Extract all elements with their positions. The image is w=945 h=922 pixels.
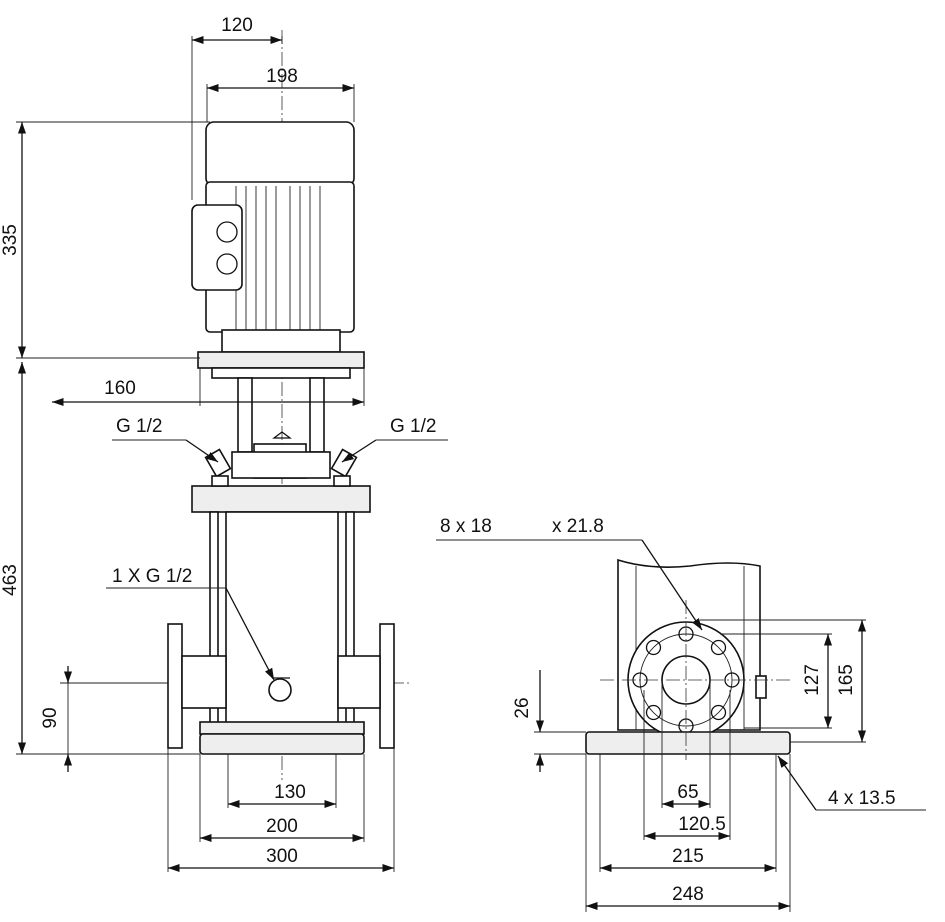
side-view: 8 x 18 x 21.8 26 127 165 <box>436 516 926 912</box>
dim-label: 130 <box>274 782 306 803</box>
dim-label: 215 <box>672 846 704 867</box>
dim-side-base-inner: 215 <box>599 754 777 873</box>
dim-label: 65 <box>677 782 698 803</box>
terminal-box <box>191 204 243 291</box>
dim-label: 26 <box>512 697 533 718</box>
vent-plug-right <box>330 448 358 478</box>
dim-base-mid: 200 <box>199 754 365 843</box>
stool-ring <box>211 367 351 379</box>
motor-flange-neck <box>221 329 341 353</box>
callout-label: 4 x 13.5 <box>828 788 896 809</box>
flow-arrow-icon <box>272 431 292 439</box>
stool-plate <box>197 351 365 369</box>
bolt-hole-icon <box>710 639 727 656</box>
callout-label: 8 x 18 <box>440 516 492 537</box>
dim-side-inlet-height: 26 <box>512 670 586 772</box>
dim-motor-width-to-axis: 120 <box>191 15 283 200</box>
inlet-flange-left <box>167 623 227 749</box>
motor-fan-cover <box>205 121 355 187</box>
bolt-hole-icon <box>645 639 662 656</box>
pump-head <box>191 485 371 513</box>
stool-leg-right <box>309 377 325 453</box>
bolt-hole-icon <box>645 704 662 721</box>
callout-drain-port: 1 X G 1/2 <box>106 566 275 681</box>
dim-side-base-width: 248 <box>585 754 791 912</box>
dim-label: 90 <box>40 707 61 728</box>
dim-label: 200 <box>266 816 298 837</box>
dim-motor-height: 335 <box>0 121 210 359</box>
motor-stool <box>197 351 365 479</box>
front-view: 120 198 335 463 160 <box>0 15 448 873</box>
side-plug <box>755 675 767 699</box>
outlet-flange-right <box>337 623 395 749</box>
vent-plug-left <box>204 448 232 478</box>
flange-left <box>167 623 183 749</box>
dim-bore: 65 <box>661 680 711 809</box>
dim-flange-outer: 165 <box>700 619 867 743</box>
base-plate <box>199 733 365 755</box>
dim-label: 127 <box>802 664 823 696</box>
callout-label: x 21.8 <box>552 516 604 537</box>
dim-inlet-height: 90 <box>40 666 168 772</box>
drain-plug-icon <box>268 678 292 702</box>
dim-label: 300 <box>266 846 298 867</box>
dim-label: 165 <box>836 664 857 696</box>
head-bolt <box>333 475 351 487</box>
flange-right <box>379 623 395 749</box>
dim-label: 120 <box>221 15 253 36</box>
bolt-hole-icon <box>710 704 727 721</box>
dim-flange-inner: 127 <box>720 633 833 729</box>
callout-base-holes: 4 x 13.5 <box>777 755 926 811</box>
callout-label: G 1/2 <box>390 416 436 437</box>
callout-port-right: G 1/2 <box>341 416 448 463</box>
callout-flange-holes: 8 x 18 x 21.8 <box>436 516 703 631</box>
motor <box>191 121 355 353</box>
nozzle-right <box>337 655 381 709</box>
side-base-plate <box>585 731 791 755</box>
dim-flange-span: 160 <box>52 368 365 407</box>
callout-port-left: G 1/2 <box>112 416 219 463</box>
dim-label: 335 <box>0 224 21 256</box>
dim-label: 463 <box>0 564 21 596</box>
pump-head-top <box>231 451 331 479</box>
stool-leg-left <box>237 377 253 453</box>
base-top <box>199 721 365 735</box>
cable-gland-icon <box>216 221 238 243</box>
dim-label: 120.5 <box>678 814 726 835</box>
dim-label: 160 <box>104 378 136 399</box>
callout-label: G 1/2 <box>116 416 162 437</box>
cable-gland-icon <box>216 253 238 275</box>
dim-label: 198 <box>266 66 298 87</box>
nozzle-left <box>181 655 227 709</box>
dim-base-inner: 130 <box>227 754 337 809</box>
dim-pcd: 120.5 <box>643 690 731 841</box>
dim-base-width: 300 <box>167 748 395 873</box>
dim-motor-width: 198 <box>206 66 355 122</box>
callout-label: 1 X G 1/2 <box>112 566 192 587</box>
head-bolt <box>211 475 229 487</box>
dim-pump-height: 463 <box>0 362 200 755</box>
dim-label: 248 <box>672 884 704 905</box>
